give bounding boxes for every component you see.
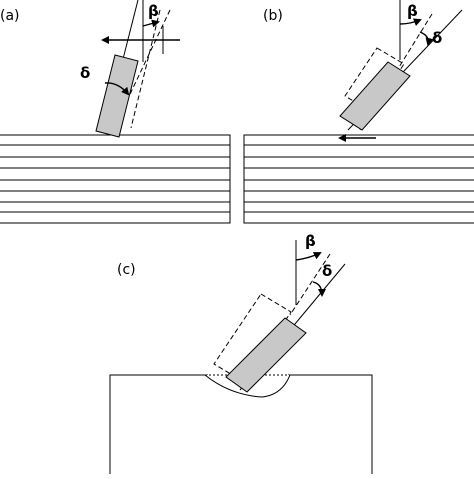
panel-a-tool-body	[95, 54, 139, 138]
panel-a-delta-label: δ	[80, 64, 90, 82]
panel-b-tool-body	[339, 61, 411, 131]
panel-a-label: (a)	[0, 8, 20, 24]
panel-b-substrate	[243, 134, 474, 224]
panel-b-delta-label: δ	[432, 29, 442, 47]
panel-b: (b) β δ	[243, 0, 474, 224]
panel-c-tilt-reference	[289, 253, 331, 316]
panel-a-beta-label: β	[148, 2, 159, 20]
panel-a-tilt-reference	[130, 9, 161, 129]
panel-a-tilt-reference	[112, 9, 171, 131]
panel-b-beta-label: β	[407, 2, 418, 20]
panel-c-delta-label: δ	[322, 262, 332, 280]
panel-b-beta-arc	[399, 18, 422, 26]
panel-a-beta-arc	[142, 19, 160, 28]
panel-a-delta-arc	[104, 82, 130, 96]
panel-b-label: (b)	[263, 8, 283, 24]
panel-c-beta-arc	[295, 252, 322, 261]
panel-c-beta-label: β	[305, 232, 316, 250]
panel-c-label: (c)	[117, 262, 136, 278]
panel-a: (a) β δ	[0, 0, 231, 224]
panel-a-substrate-block	[0, 134, 231, 224]
panel-c-delta-arc	[312, 281, 326, 297]
panel-c: (c) β δ	[109, 232, 373, 477]
panel-b-substrate-block	[243, 134, 474, 224]
panel-c-tool-body	[225, 317, 307, 393]
panel-b-delta-arc	[419, 31, 434, 46]
panel-a-substrate	[0, 134, 231, 224]
